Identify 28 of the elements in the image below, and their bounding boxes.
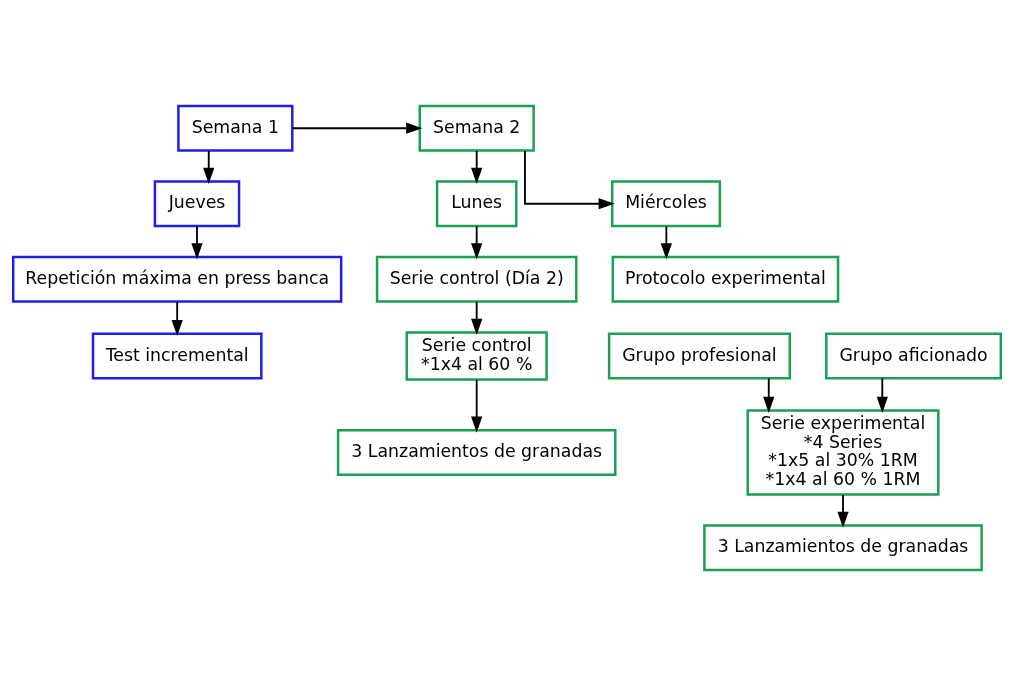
node-box: Serie control (Día 2) xyxy=(375,255,578,303)
arrow xyxy=(203,149,215,184)
node-box: Grupo profesional xyxy=(607,331,792,379)
node-box: Serie control *1x4 al 60 % xyxy=(405,330,548,381)
arrow xyxy=(763,376,775,413)
node-box: Jueves xyxy=(153,179,241,227)
node-box: Lunes xyxy=(435,179,518,227)
arrow xyxy=(471,149,483,184)
node-box: Serie experimental *4 Series *1x5 al 30% 1RM *1x4 al 60 % 1RM xyxy=(746,408,940,496)
node-box: Miércoles xyxy=(610,179,722,227)
arrow xyxy=(660,224,672,259)
node-box: 3 Lanzamientos de granadas xyxy=(336,428,617,476)
node-box: Repetición máxima en press banca xyxy=(11,255,343,303)
arrow xyxy=(471,300,483,335)
arrow xyxy=(876,376,888,413)
node-box: Semana 2 xyxy=(418,104,535,152)
node-box: Semana 1 xyxy=(177,104,294,152)
arrow xyxy=(837,493,849,528)
arrow xyxy=(471,378,483,433)
arrow xyxy=(471,224,483,259)
arrow xyxy=(171,300,183,336)
node-box: Grupo aficionado xyxy=(825,331,1003,379)
arrow xyxy=(524,149,615,209)
arrow xyxy=(291,122,423,134)
arrow xyxy=(191,224,203,259)
node-box: 3 Lanzamientos de granadas xyxy=(703,523,983,571)
node-box: Test incremental xyxy=(91,331,263,379)
node-box: Protocolo experimental xyxy=(611,255,840,303)
